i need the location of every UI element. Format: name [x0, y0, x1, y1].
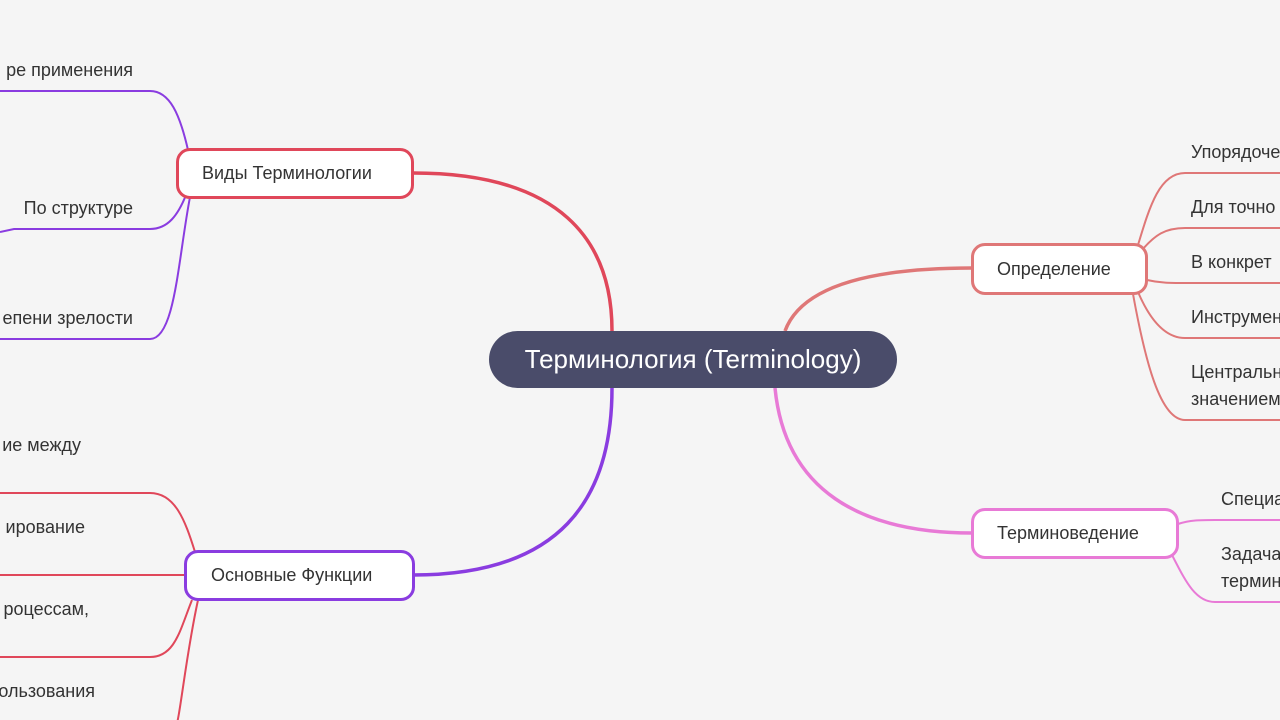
leaf-opr-5a[interactable]: Центральн — [1191, 362, 1280, 382]
leaf-opr-3[interactable]: В конкрет — [1191, 252, 1272, 272]
root-node-label: Терминология (Terminology) — [524, 344, 862, 374]
edge-opr-leaf-1 — [1137, 172, 1280, 246]
edge-funkcii-leaf-3 — [0, 599, 193, 658]
leaf-term-1[interactable]: Специа — [1221, 489, 1280, 509]
node-terminovedenie-label: Терминоведение — [997, 523, 1139, 543]
edge-vidy-leaf-2 — [0, 194, 187, 233]
leaf-term-2a[interactable]: Задача — [1221, 544, 1280, 564]
leaf-vidy-1[interactable]: ре применения — [6, 60, 133, 80]
edge-vidy-leaf-1 — [0, 90, 189, 151]
leaf-opr-4[interactable]: Инструмен — [1191, 307, 1280, 327]
leaf-vidy-2[interactable]: По структуре — [23, 198, 133, 218]
leaf-vidy-3[interactable]: епени зрелости — [2, 308, 133, 328]
edge-term-leaf-1 — [1177, 519, 1280, 525]
root-node[interactable]: Терминология (Terminology) — [489, 331, 897, 388]
leaf-funkcii-3[interactable]: роцессам, — [3, 599, 89, 619]
edge-funkcii-leaf-1 — [0, 492, 196, 553]
leaf-opr-1[interactable]: Упорядоче — [1191, 142, 1280, 162]
node-funkcii-label: Основные Функции — [211, 565, 373, 585]
edge-opr-leaf-4 — [1137, 291, 1280, 339]
node-opredelenie[interactable]: Определение — [971, 243, 1148, 295]
edge-funkcii-leaf-4 — [176, 599, 199, 720]
node-vidy-label: Виды Терминологии — [202, 163, 372, 183]
edge-term-leaf-2 — [1171, 554, 1280, 603]
edge-opr-leaf-2 — [1141, 227, 1280, 251]
edge-opr-leaf-3 — [1146, 279, 1280, 284]
node-terminovedenie[interactable]: Терминоведение — [971, 508, 1179, 559]
leaf-opr-5b[interactable]: значением — [1191, 389, 1280, 409]
edge-root-vidy — [412, 171, 614, 332]
edge-root-opredelenie — [783, 266, 973, 332]
node-osnovnye-funkcii[interactable]: Основные Функции — [184, 550, 415, 601]
leaf-funkcii-2[interactable]: ирование — [5, 517, 85, 537]
node-vidy-terminologii[interactable]: Виды Терминологии — [176, 148, 414, 199]
edge-opr-leaf-5 — [1132, 293, 1280, 421]
edge-root-terminovedenie — [773, 387, 973, 535]
node-opredelenie-label: Определение — [997, 258, 1111, 279]
edge-vidy-leaf-3 — [0, 196, 191, 340]
leaf-opr-2[interactable]: Для точно — [1191, 197, 1276, 217]
leaf-funkcii-1[interactable]: ие между — [2, 435, 81, 455]
leaf-term-2b[interactable]: термин — [1221, 571, 1280, 591]
leaf-funkcii-4[interactable]: ользования — [0, 681, 95, 701]
edge-root-funkcii — [412, 387, 614, 577]
